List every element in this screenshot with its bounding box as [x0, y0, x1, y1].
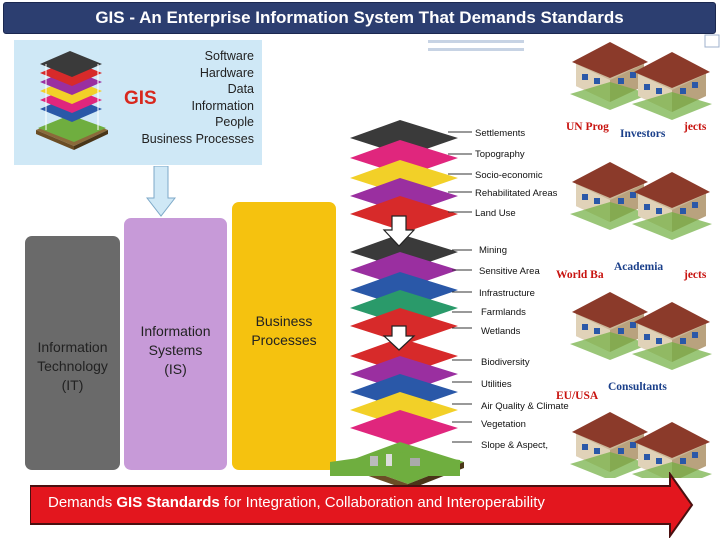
layer-label-wetlands: Wetlands	[481, 326, 521, 337]
layer-label-biodiversity: Biodiversity	[481, 357, 530, 368]
stakeholder-eu-usa: EU/USA	[556, 390, 599, 402]
gis-item-business-processes: Business Processes	[141, 131, 254, 146]
layer-label-infrastructure: Infrastructure	[479, 288, 535, 299]
layer-label-mining: Mining	[479, 245, 507, 256]
gis-component-list: Software Hardware Data Information Peopl…	[141, 48, 254, 148]
stakeholder-world-bank: World Ba	[556, 269, 604, 281]
window-decoration-icon	[704, 34, 720, 48]
pillar-bp-label: Business Processes	[251, 313, 317, 348]
layer-label-land-use: Land Use	[475, 208, 516, 219]
layer-label-topography: Topography	[475, 149, 525, 160]
stakeholder-buildings-icon	[570, 42, 712, 478]
layer-label-settlements: Settlements	[475, 128, 526, 139]
stakeholder-un-programs-tail: jects	[684, 121, 707, 133]
layer-label-sensitive-area: Sensitive Area	[479, 266, 540, 277]
pillar-is-label: Information Systems (IS)	[140, 323, 211, 377]
stakeholder-world-bank-tail: jects	[684, 269, 707, 281]
data-layer-stacks-icon	[346, 120, 472, 490]
gis-item-data: Data	[227, 82, 254, 97]
gis-label: GIS	[124, 88, 157, 109]
gis-item-people: People	[215, 115, 254, 130]
stakeholder-un-programs: UN Prog	[566, 121, 609, 133]
decorative-bars-icon	[428, 40, 524, 51]
gis-panel: GIS Software Hardware Data Information P…	[14, 40, 262, 165]
down-arrow-icon	[146, 166, 176, 217]
layer-label-rehabilitated-areas: Rehabilitated Areas	[475, 188, 558, 199]
pillar-information-systems	[124, 218, 227, 470]
footer-arrow	[30, 472, 694, 538]
layer-label-utilities: Utilities	[481, 379, 512, 390]
stakeholder-investors: Investors	[620, 128, 666, 140]
pillar-information-technology	[25, 236, 120, 470]
gis-layer-stack-icon	[36, 51, 108, 150]
gis-item-information: Information	[191, 98, 254, 113]
gis-item-software: Software	[204, 49, 254, 63]
title-bar: GIS - An Enterprise Information System T…	[3, 2, 716, 34]
landscape-image	[330, 452, 460, 476]
layer-label-slope-aspect: Slope & Aspect,	[481, 440, 549, 451]
layer-label-air-quality: Air Quality & Climate	[481, 401, 569, 412]
page-title: GIS - An Enterprise Information System T…	[95, 8, 624, 27]
pillar-business-processes	[232, 202, 336, 470]
layer-label-vegetation: Vegetation	[481, 419, 526, 430]
gis-item-hardware: Hardware	[199, 65, 254, 80]
pillar-it-label: Information Technology (IT)	[37, 339, 108, 393]
layer-label-farmlands: Farmlands	[481, 307, 526, 318]
stakeholder-consultants: Consultants	[608, 381, 667, 393]
footer-statement: Demands GIS Standards for Integration, C…	[48, 494, 545, 511]
stakeholder-academia: Academia	[614, 261, 664, 273]
layer-label-socio-economic: Socio-economic	[475, 170, 543, 181]
